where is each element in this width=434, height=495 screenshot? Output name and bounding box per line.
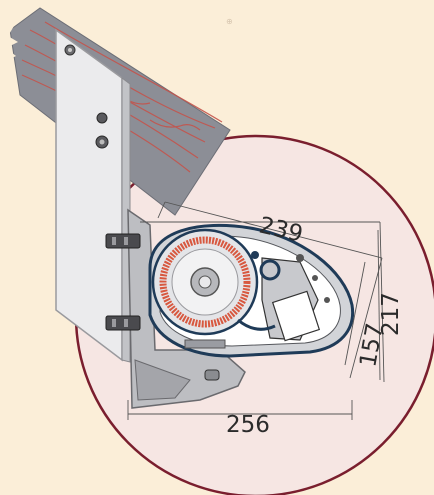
roller-tube [151, 228, 259, 336]
screw-icon [64, 44, 76, 56]
dimension-lines [127, 201, 385, 420]
dim-bottom-label: 256 [226, 412, 270, 438]
nut-icon [105, 233, 141, 331]
bolt-icon [95, 112, 109, 149]
arm-mechanism [184, 251, 330, 381]
mounting-plate [55, 28, 131, 363]
dim-side-outer-label: 217 [378, 292, 404, 336]
center-marker: ⊕ [226, 17, 233, 26]
